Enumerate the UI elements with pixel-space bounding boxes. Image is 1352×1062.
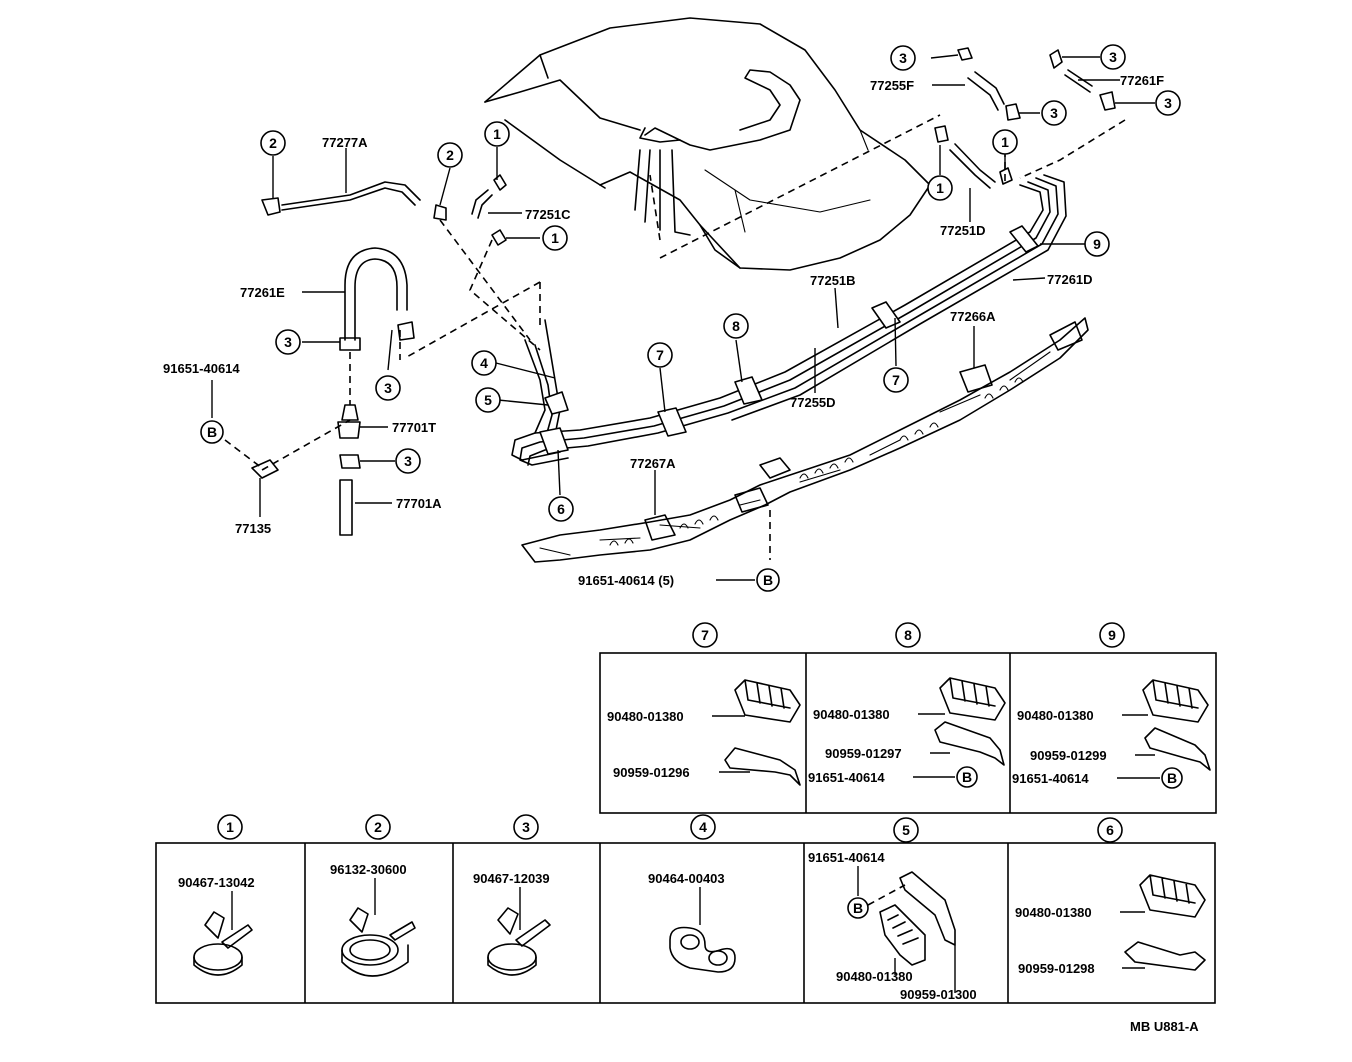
callout-4: 4 — [480, 355, 488, 371]
detail-7-part-2: 90959-01296 — [613, 765, 690, 780]
detail-3-label: 3 — [522, 819, 530, 835]
detail-9-b: B — [1167, 770, 1177, 786]
detail-5-label: 5 — [902, 822, 910, 838]
detail-5-part-1: 91651-40614 — [808, 850, 885, 865]
callout-2: 2 — [269, 135, 277, 151]
label-77251C: 77251C — [525, 207, 571, 222]
callout-b: B — [207, 424, 217, 440]
label-91651-40614-5: 91651-40614 (5) — [578, 573, 674, 588]
label-77261E: 77261E — [240, 285, 285, 300]
callout-3: 3 — [284, 334, 292, 350]
callout-1: 1 — [551, 230, 559, 246]
label-77266A: 77266A — [950, 309, 996, 324]
label-77135: 77135 — [235, 521, 271, 536]
detail-row-bottom: 1 2 3 4 5 6 90467-13042 96132-30600 9046… — [155, 814, 1216, 1004]
right-top-components — [934, 47, 1116, 189]
detail-7-label: 7 — [701, 627, 709, 643]
callout-3: 3 — [1164, 95, 1172, 111]
callout-1: 1 — [1001, 134, 1009, 150]
detail-8-label: 8 — [904, 627, 912, 643]
label-77255D: 77255D — [790, 395, 836, 410]
detail-5-part-2: 90480-01380 — [836, 969, 913, 984]
callout-3: 3 — [899, 50, 907, 66]
detail-6-label: 6 — [1106, 822, 1114, 838]
label-91651-40614: 91651-40614 — [163, 361, 240, 376]
callout-3: 3 — [384, 380, 392, 396]
callout-b: B — [763, 572, 773, 588]
fuel-line-protector — [521, 317, 1089, 563]
detail-8-part-1: 90480-01380 — [813, 707, 890, 722]
callout-7: 7 — [892, 372, 900, 388]
left-components — [224, 114, 1126, 560]
detail-8-part-2: 90959-01297 — [825, 746, 902, 761]
callout-6: 6 — [557, 501, 565, 517]
label-77701A: 77701A — [396, 496, 442, 511]
label-77261F: 77261F — [1120, 73, 1164, 88]
fuel-tank — [484, 17, 931, 271]
leader-lines — [211, 54, 1155, 581]
label-77251D: 77251D — [940, 223, 986, 238]
label-77261D: 77261D — [1047, 272, 1093, 287]
figure-id: MB U881-A — [1130, 1019, 1199, 1034]
detail-9-label: 9 — [1108, 627, 1116, 643]
detail-7-part-1: 90480-01380 — [607, 709, 684, 724]
detail-9-part-1: 90480-01380 — [1017, 708, 1094, 723]
callout-9: 9 — [1093, 236, 1101, 252]
main-fuel-line-bundle — [511, 174, 1067, 466]
callout-2: 2 — [446, 147, 454, 163]
detail-2-part: 96132-30600 — [330, 862, 407, 877]
callout-1: 1 — [493, 126, 501, 142]
callout-5: 5 — [484, 392, 492, 408]
detail-6-part-2: 90959-01298 — [1018, 961, 1095, 976]
detail-9-part-3: 91651-40614 — [1012, 771, 1089, 786]
detail-4-part: 90464-00403 — [648, 871, 725, 886]
detail-8-part-3: 91651-40614 — [808, 770, 885, 785]
callout-1: 1 — [936, 180, 944, 196]
callout-circles: 2 2 1 1 3 3 B 3 4 5 6 7 8 7 B 9 3 3 3 3 … — [200, 44, 1181, 592]
label-77267A: 77267A — [630, 456, 676, 471]
callout-7: 7 — [656, 347, 664, 363]
detail-2-label: 2 — [374, 819, 382, 835]
label-77255F: 77255F — [870, 78, 914, 93]
callout-3: 3 — [1109, 49, 1117, 65]
detail-5-part-3: 90959-01300 — [900, 987, 977, 1002]
callout-8: 8 — [732, 318, 740, 334]
label-77277A: 77277A — [322, 135, 368, 150]
part-labels: 77277A 77251C 77261E 91651-40614 77701T … — [163, 73, 1164, 588]
detail-4-label: 4 — [699, 819, 707, 835]
detail-row-top: 7 8 9 90480-01380 90959-01296 90480-0138… — [599, 622, 1217, 814]
detail-5-b: B — [853, 900, 863, 916]
callout-3: 3 — [1050, 105, 1058, 121]
detail-3-part: 90467-12039 — [473, 871, 550, 886]
detail-9-part-2: 90959-01299 — [1030, 748, 1107, 763]
detail-1-label: 1 — [226, 819, 234, 835]
label-77251B: 77251B — [810, 273, 856, 288]
label-77701T: 77701T — [392, 420, 436, 435]
detail-8-b: B — [962, 769, 972, 785]
callout-3: 3 — [404, 453, 412, 469]
detail-6-part-1: 90480-01380 — [1015, 905, 1092, 920]
detail-1-part: 90467-13042 — [178, 875, 255, 890]
